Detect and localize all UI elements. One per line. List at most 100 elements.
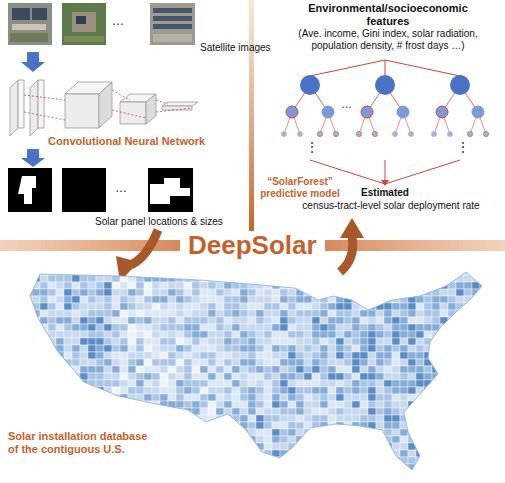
map-cell [200, 345, 208, 352]
map-cell [168, 268, 176, 275]
map-cell [312, 471, 320, 478]
map-cell [312, 275, 320, 282]
map-cell [416, 324, 424, 331]
map-cell [464, 352, 472, 359]
map-cell [264, 387, 272, 394]
map-cell [344, 415, 352, 422]
map-cell [272, 282, 280, 289]
map-cell [96, 282, 104, 289]
map-cell [56, 303, 64, 310]
map-cell [440, 394, 448, 401]
map-cell [200, 373, 208, 380]
map-cell [408, 338, 416, 345]
label: Solar installation database of the conti… [8, 430, 148, 456]
map-cell [216, 401, 224, 408]
map-cell [80, 359, 88, 366]
map-cell [456, 457, 464, 464]
map-cell [272, 359, 280, 366]
map-cell [88, 289, 96, 296]
tree-leaf [281, 131, 286, 136]
map-cell [232, 394, 240, 401]
mask-image [8, 168, 193, 212]
map-cell [112, 324, 120, 331]
map-cell [176, 324, 184, 331]
map-cell [376, 310, 384, 317]
map-cell [360, 450, 368, 457]
label: … [112, 14, 132, 28]
map-cell [264, 471, 272, 478]
map-cell [64, 338, 72, 345]
map-cell [88, 401, 96, 408]
map-cell [272, 436, 280, 443]
map-cell [24, 464, 32, 471]
map-cell [328, 387, 336, 394]
map-cell [328, 450, 336, 457]
map-cell [360, 394, 368, 401]
map-cell [232, 303, 240, 310]
map-cell [448, 338, 456, 345]
map-cell [232, 450, 240, 457]
map-cell [48, 317, 56, 324]
map-cell [264, 331, 272, 338]
map-cell [456, 415, 464, 422]
map-cell [264, 275, 272, 282]
map-cell [480, 457, 488, 464]
map-cell [400, 359, 408, 366]
map-cell [256, 471, 264, 478]
map-cell [184, 422, 192, 429]
map-cell [40, 289, 48, 296]
map-cell [144, 422, 152, 429]
map-cell [280, 303, 288, 310]
map-cell [328, 317, 336, 324]
map-cell [440, 275, 448, 282]
map-cell [312, 429, 320, 436]
map-cell [392, 464, 400, 471]
map-cell [464, 415, 472, 422]
map-cell [312, 268, 320, 275]
map-cell [184, 436, 192, 443]
map-cell [264, 415, 272, 422]
map-cell [96, 373, 104, 380]
map-cell [248, 275, 256, 282]
map-cell [208, 450, 216, 457]
map-cell [48, 282, 56, 289]
map-cell [104, 401, 112, 408]
map-cell [392, 415, 400, 422]
map-cell [304, 282, 312, 289]
map-cell [392, 401, 400, 408]
map-cell [432, 275, 440, 282]
map-cell [360, 275, 368, 282]
map-cell [72, 296, 80, 303]
map-cell [56, 359, 64, 366]
map-cell [48, 457, 56, 464]
map-cell [384, 429, 392, 436]
map-cell [368, 303, 376, 310]
map-cell [448, 457, 456, 464]
map-cell [232, 380, 240, 387]
map-cell [376, 275, 384, 282]
map-cell [32, 422, 40, 429]
map-cell [152, 324, 160, 331]
map-cell [24, 275, 32, 282]
map-cell [280, 373, 288, 380]
map-cell [96, 275, 104, 282]
map-cell [264, 289, 272, 296]
map-cell [488, 345, 496, 352]
map-cell [48, 373, 56, 380]
map-cell [104, 303, 112, 310]
map-cell [112, 352, 120, 359]
map-cell [24, 317, 32, 324]
map-cell [112, 422, 120, 429]
map-cell [272, 324, 280, 331]
map-cell [480, 275, 488, 282]
map-cell [24, 352, 32, 359]
map-cell [216, 331, 224, 338]
map-cell [144, 338, 152, 345]
map-cell [200, 352, 208, 359]
map-cell [24, 471, 32, 478]
map-cell [480, 380, 488, 387]
map-cell [488, 415, 496, 422]
map-cell [216, 422, 224, 429]
map-cell [152, 345, 160, 352]
map-cell [488, 436, 496, 443]
